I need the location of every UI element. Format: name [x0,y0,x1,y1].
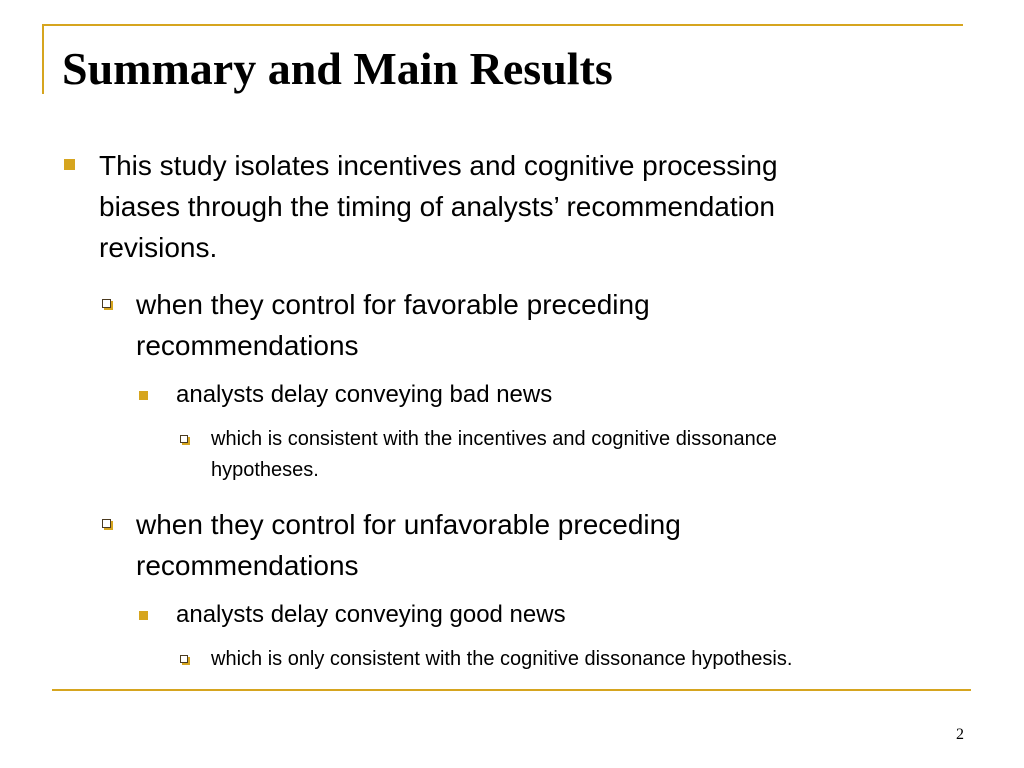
square-bullet-icon [139,391,148,400]
detail-bullet-incentives: which is consistent with the incentives … [211,424,777,486]
slide-title: Summary and Main Results [62,43,613,94]
detail-bullet-cognitive-dissonance: which is only consistent with the cognit… [211,644,792,675]
box-bullet-icon [102,299,111,308]
bullet-line: biases through the timing of analysts’ r… [99,191,775,222]
box-bullet-icon [102,519,111,528]
bullet-line: analysts delay conveying good news [176,601,566,628]
bullet-line: analysts delay conveying bad news [176,381,553,408]
footer-rule [52,689,971,691]
bullet-line: when they control for favorable precedin… [136,289,650,320]
bullet-line: hypotheses. [211,459,319,481]
bullet-line: recommendations [136,550,359,581]
bullet-line: recommendations [136,330,359,361]
sub-sub-bullet-good-news: analysts delay conveying good news [176,600,566,630]
square-bullet-icon [139,611,148,620]
title-frame-left-rule [42,24,44,94]
bullet-line: This study isolates incentives and cogni… [99,150,778,181]
sub-bullet-unfavorable: when they control for unfavorable preced… [136,504,681,586]
sub-sub-bullet-bad-news: analysts delay conveying bad news [176,380,552,410]
box-bullet-icon [180,655,188,663]
bullet-line: revisions. [99,232,218,263]
sub-bullet-favorable: when they control for favorable precedin… [136,284,650,366]
bullet-line: when they control for unfavorable preced… [136,509,681,540]
bullet-main: This study isolates incentives and cogni… [99,145,778,268]
bullet-line: which is consistent with the incentives … [211,428,777,450]
page-number: 2 [956,726,964,743]
box-bullet-icon [180,435,188,443]
square-bullet-icon [64,159,75,170]
bullet-line: which is only consistent with the cognit… [211,648,793,670]
title-frame-top-rule [42,24,963,26]
